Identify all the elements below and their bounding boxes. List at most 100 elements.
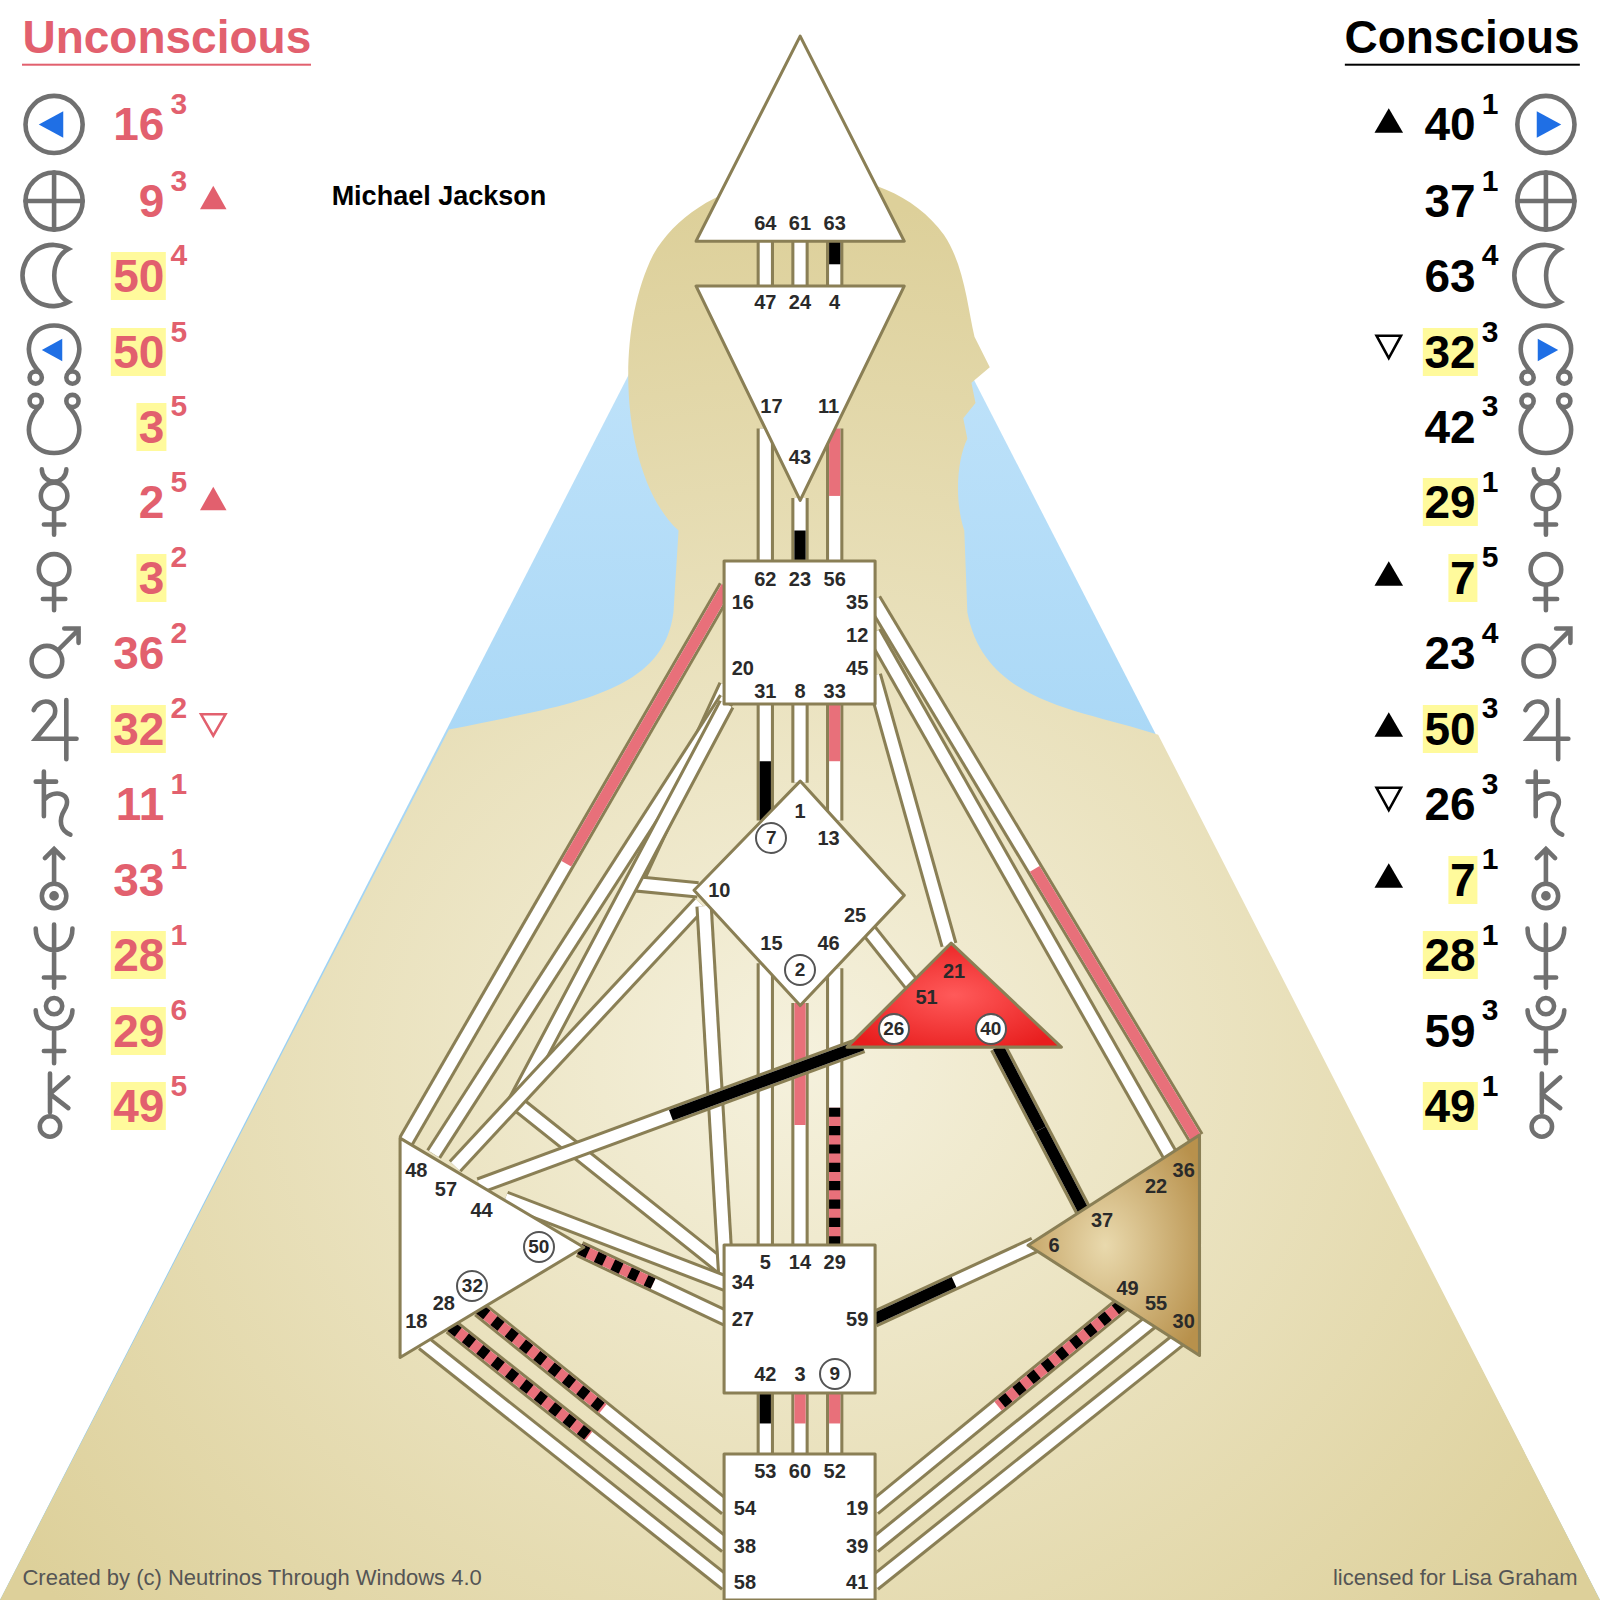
channel-fill	[998, 1047, 1084, 1211]
gate-number: 2	[784, 954, 816, 986]
channel-activation	[829, 968, 840, 1247]
line-number: 1	[1482, 467, 1499, 497]
chiron-symbol	[1532, 1073, 1561, 1136]
channel	[826, 241, 843, 288]
gate-activation: 3	[137, 403, 167, 451]
gate-number: 26	[878, 1013, 910, 1045]
gate-number: 49	[1116, 1278, 1138, 1298]
gate-number: 29	[824, 1252, 846, 1272]
gate-number: 9	[819, 1358, 851, 1390]
gate-number: 16	[732, 592, 754, 612]
channel	[873, 1245, 1034, 1319]
detriment-mark	[1377, 788, 1401, 810]
gate-number: 23	[789, 569, 811, 589]
channel-fill	[794, 1391, 805, 1456]
gate-number: 20	[732, 658, 754, 678]
channel-fill	[829, 968, 840, 1247]
channel-group	[834, 968, 835, 1247]
south-node-symbol	[29, 395, 79, 453]
line-number: 5	[170, 467, 187, 497]
gate-number: 52	[824, 1461, 846, 1481]
gate-number: 42	[754, 1364, 776, 1384]
north-node-symbol	[1521, 326, 1571, 384]
head-center: 646163	[692, 32, 908, 245]
line-number: 5	[170, 391, 187, 421]
gate-number: 1	[794, 801, 805, 821]
jupiter-symbol	[1526, 700, 1569, 759]
gate-number: 8	[794, 681, 805, 701]
gate-number: 46	[817, 933, 839, 953]
gate-number: 37	[1091, 1210, 1113, 1230]
gate-number: 61	[789, 213, 811, 233]
channel	[791, 498, 808, 563]
gate-activation: 16	[111, 100, 166, 148]
gate-number: 54	[734, 1498, 756, 1518]
channel-fill	[873, 1339, 1179, 1584]
channel-fill	[794, 241, 805, 288]
credit-note: Created by (c) Neutrinos Through Windows…	[22, 1567, 481, 1589]
gate-number: 36	[1173, 1160, 1195, 1180]
line-number: 1	[1482, 166, 1499, 196]
center-shape	[400, 1138, 584, 1357]
gate-number: 13	[817, 828, 839, 848]
exalted-mark	[1374, 561, 1403, 585]
channel-fill	[480, 1045, 863, 1186]
channel-fill	[423, 1343, 726, 1584]
channel-group	[834, 429, 835, 564]
line-number: 3	[1482, 769, 1499, 799]
gate-number: 31	[754, 681, 776, 701]
line-number: 2	[170, 618, 187, 648]
gate-activation: 29	[1422, 478, 1477, 526]
column-heading: Unconscious	[22, 11, 311, 66]
gate-number: 48	[405, 1160, 427, 1180]
gate-number: 30	[1173, 1311, 1195, 1331]
gate-number: 21	[943, 961, 965, 981]
channel-fill	[829, 429, 840, 564]
channel-activation	[794, 1003, 805, 1247]
gate-number: 7	[755, 822, 787, 854]
uranus-symbol	[42, 849, 66, 908]
channel-activation	[873, 1245, 1034, 1319]
gate-number: 34	[732, 1272, 754, 1292]
channel-activation	[829, 241, 840, 288]
spleen-center: 48574450322818	[396, 1134, 588, 1362]
gate-number: 45	[846, 658, 868, 678]
sky-triangle	[0, 41, 1600, 1600]
channel-group	[867, 929, 911, 984]
moon-symbol	[22, 245, 68, 306]
channel	[791, 241, 808, 288]
throat-center: 622356163512204531833	[720, 557, 879, 708]
sun-symbol	[26, 96, 83, 153]
channel-group	[765, 702, 766, 820]
detriment-mark	[201, 714, 225, 735]
gate-number: 18	[405, 1311, 427, 1331]
body-silhouette	[0, 175, 1600, 1600]
gate-activation: 32	[1422, 328, 1477, 376]
gate-activation: 23	[1422, 629, 1477, 677]
center-outline	[843, 939, 1065, 1051]
mars-symbol	[32, 629, 79, 677]
channel-activation	[873, 600, 1195, 1138]
gate-number: 56	[824, 569, 846, 589]
gate-number: 4	[829, 292, 840, 312]
channel-stripes	[829, 968, 840, 1247]
gate-activation: 50	[111, 328, 166, 376]
line-number: 5	[1482, 542, 1499, 572]
line-number: 1	[1482, 1071, 1499, 1101]
detriment-mark	[1377, 336, 1401, 358]
gate-number: 58	[734, 1572, 756, 1592]
channel-group	[998, 1047, 1084, 1211]
gate-number: 25	[844, 905, 866, 925]
exalted-mark	[1374, 108, 1403, 132]
gate-number: 5	[760, 1252, 771, 1272]
gate-number: 35	[846, 592, 868, 612]
channel	[791, 702, 808, 783]
gate-number: 32	[456, 1270, 488, 1302]
channel-stripes	[451, 1327, 727, 1546]
line-number: 4	[170, 240, 187, 270]
gate-activation: 63	[1422, 252, 1477, 300]
channel-activation	[760, 1391, 771, 1456]
gate-number: 38	[734, 1536, 756, 1556]
line-number: 2	[170, 542, 187, 572]
gate-number: 12	[846, 625, 868, 645]
